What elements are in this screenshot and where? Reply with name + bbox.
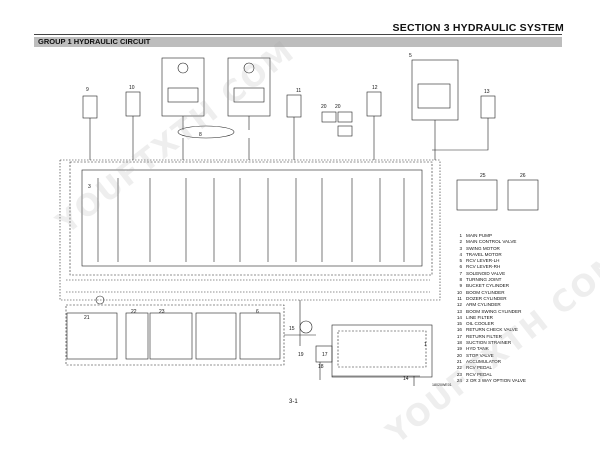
callout-1: 5 bbox=[409, 53, 412, 59]
callout-21: 14 bbox=[403, 376, 409, 382]
callout-9: 20 bbox=[335, 104, 341, 110]
cylinder-10 bbox=[125, 91, 141, 117]
callout-20: 18 bbox=[318, 364, 324, 370]
option-valve-25 bbox=[456, 179, 498, 211]
hydraulic-circuit-diagram: 5 9 10 11 12 13 8 20 20 3 25 26 21 22 23… bbox=[59, 53, 539, 386]
callout-16: 6 bbox=[256, 309, 259, 315]
top-rule bbox=[34, 34, 562, 35]
callout-10: 3 bbox=[88, 184, 91, 190]
main-pump bbox=[331, 324, 433, 378]
callout-18: 17 bbox=[322, 352, 328, 358]
page-number: 3-1 bbox=[289, 399, 298, 405]
callout-17: 15 bbox=[289, 326, 295, 332]
rcv-pedal-22 bbox=[125, 312, 149, 360]
option-valve-26 bbox=[507, 179, 539, 211]
turning-joint bbox=[177, 125, 235, 139]
rcv-lever-rh bbox=[239, 312, 281, 360]
group-title-bar: GROUP 1 HYDRAULIC CIRCUIT bbox=[34, 37, 562, 47]
cylinder-9 bbox=[82, 95, 98, 119]
callout-15: 23 bbox=[159, 309, 165, 315]
callout-14: 22 bbox=[131, 309, 137, 315]
callout-7: 8 bbox=[199, 132, 202, 138]
rcv-pedal-23 bbox=[149, 312, 193, 360]
callout-13: 21 bbox=[84, 315, 90, 321]
callout-12: 26 bbox=[520, 173, 526, 179]
callout-11: 25 bbox=[480, 173, 486, 179]
pilot-pump-box bbox=[66, 312, 118, 360]
rcv-lever-lh bbox=[195, 312, 237, 360]
callout-19: 19 bbox=[298, 352, 304, 358]
callout-4: 11 bbox=[296, 88, 301, 94]
swing-motor bbox=[411, 59, 459, 121]
drawing-number: 18020WE01 bbox=[432, 383, 452, 387]
callout-5: 12 bbox=[372, 85, 378, 91]
group-title: GROUP 1 HYDRAULIC CIRCUIT bbox=[38, 37, 151, 46]
section-title: SECTION 3 HYDRAULIC SYSTEM bbox=[392, 22, 564, 34]
oil-cooler bbox=[299, 320, 313, 334]
main-control-valve bbox=[69, 161, 433, 276]
callout-8: 20 bbox=[321, 104, 327, 110]
callout-6: 13 bbox=[484, 89, 490, 95]
cylinder-13 bbox=[480, 95, 496, 119]
callout-3: 10 bbox=[129, 85, 135, 91]
callout-22: 1 bbox=[424, 342, 427, 348]
callout-2: 9 bbox=[86, 87, 89, 93]
cylinder-12 bbox=[366, 91, 382, 117]
stop-valve bbox=[321, 111, 337, 123]
cylinder-11 bbox=[286, 94, 302, 118]
hyd-tank bbox=[315, 345, 333, 363]
